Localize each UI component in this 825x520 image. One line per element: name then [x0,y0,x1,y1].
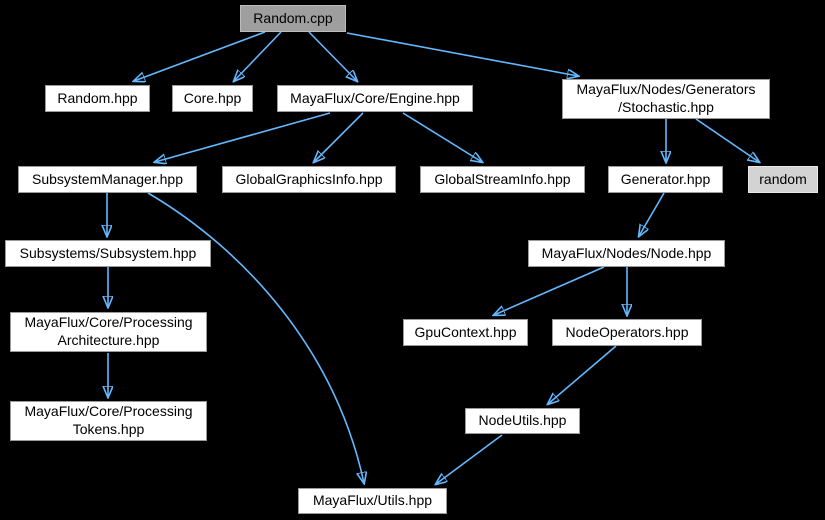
node-random-system: random [748,166,818,193]
node-node-hpp[interactable]: MayaFlux/Nodes/Node.hpp [528,240,725,267]
node-engine-hpp[interactable]: MayaFlux/Core/Engine.hpp [277,85,473,112]
node-nodeutils-hpp[interactable]: NodeUtils.hpp [465,408,580,434]
edge-engine-globalgraphicsinfo [314,112,364,162]
edge-generator-node [639,192,665,236]
node-subsystem-hpp[interactable]: Subsystems/Subsystem.hpp [5,240,211,267]
node-random-cpp: Random.cpp [240,5,346,32]
node-globalstreaminfo-hpp[interactable]: GlobalStreamInfo.hpp [420,166,585,193]
node-subsystemmanager-hpp[interactable]: SubsystemManager.hpp [18,166,197,193]
edge-randomcpp-randomhpp [134,31,266,81]
node-stochastic-hpp[interactable]: MayaFlux/Nodes/Generators /Stochastic.hp… [562,79,770,119]
edge-subsystemmanager-utils [147,192,364,483]
node-processingtokens-hpp[interactable]: MayaFlux/Core/Processing Tokens.hpp [10,401,207,441]
node-generator-hpp[interactable]: Generator.hpp [608,166,723,193]
edge-engine-globalstreaminfo [402,112,482,162]
node-gpucontext-hpp[interactable]: GpuContext.hpp [403,319,528,346]
edge-nodeutils-utils [436,434,503,484]
edge-nodeoperators-nodeutils [548,345,617,404]
node-processingarchitecture-hpp[interactable]: MayaFlux/Core/Processing Architecture.hp… [10,312,207,352]
edge-node-gpucontext [494,266,605,315]
edge-randomcpp-corehpp [234,31,282,81]
node-nodeoperators-hpp[interactable]: NodeOperators.hpp [552,319,702,346]
edge-randomcpp-enginehpp [308,31,357,81]
edge-randomcpp-stochastic [346,32,578,76]
node-utils-hpp[interactable]: MayaFlux/Utils.hpp [298,488,447,514]
edge-engine-subsystemmanager [155,112,331,162]
node-random-hpp[interactable]: Random.hpp [45,85,150,112]
node-globalgraphicsinfo-hpp[interactable]: GlobalGraphicsInfo.hpp [222,166,396,193]
edge-stochastic-random [695,118,759,162]
node-core-hpp[interactable]: Core.hpp [172,85,253,112]
